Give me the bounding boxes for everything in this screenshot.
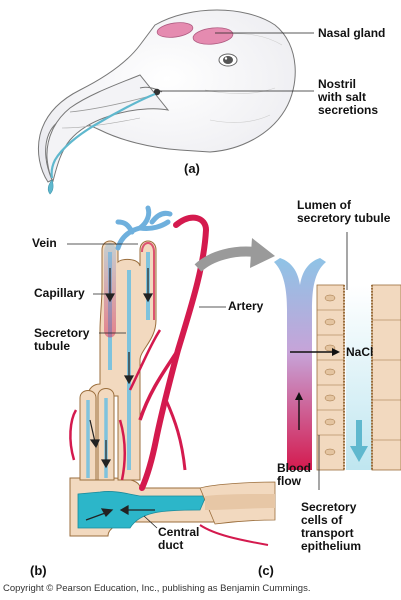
label-nacl: NaCl: [346, 345, 374, 359]
magnified-tubule: [274, 258, 401, 471]
label-lumen: Lumen of secretory tubule: [297, 198, 391, 225]
label-secretory-cells: Secretory cells of transport epithelium: [301, 500, 362, 553]
bird-head: [37, 9, 296, 195]
label-artery: Artery: [228, 299, 264, 313]
panel-label-c: (c): [258, 563, 274, 578]
panel-label-a: (a): [184, 161, 200, 176]
label-nostril: Nostril with salt secretions: [318, 77, 379, 117]
tubule-assembly: [69, 205, 276, 546]
label-vein: Vein: [32, 236, 57, 250]
copyright-notice: Copyright © Pearson Education, Inc., pub…: [3, 583, 311, 594]
label-blood-flow: Blood flow: [277, 461, 311, 488]
nasal-gland-left: [156, 22, 194, 38]
vein-branches: [115, 205, 173, 251]
label-capillary: Capillary: [34, 286, 85, 300]
label-nasal-gland: Nasal gland: [318, 26, 386, 40]
label-secretory-tubule: Secretory tubule: [34, 326, 90, 353]
nasal-gland-right: [192, 27, 234, 45]
panel-label-b: (b): [30, 563, 47, 578]
label-central-duct: Central duct: [158, 525, 200, 552]
zoom-arrow: [194, 246, 256, 272]
salt-secretion-stream: [50, 92, 156, 179]
artery-main: [139, 214, 210, 491]
